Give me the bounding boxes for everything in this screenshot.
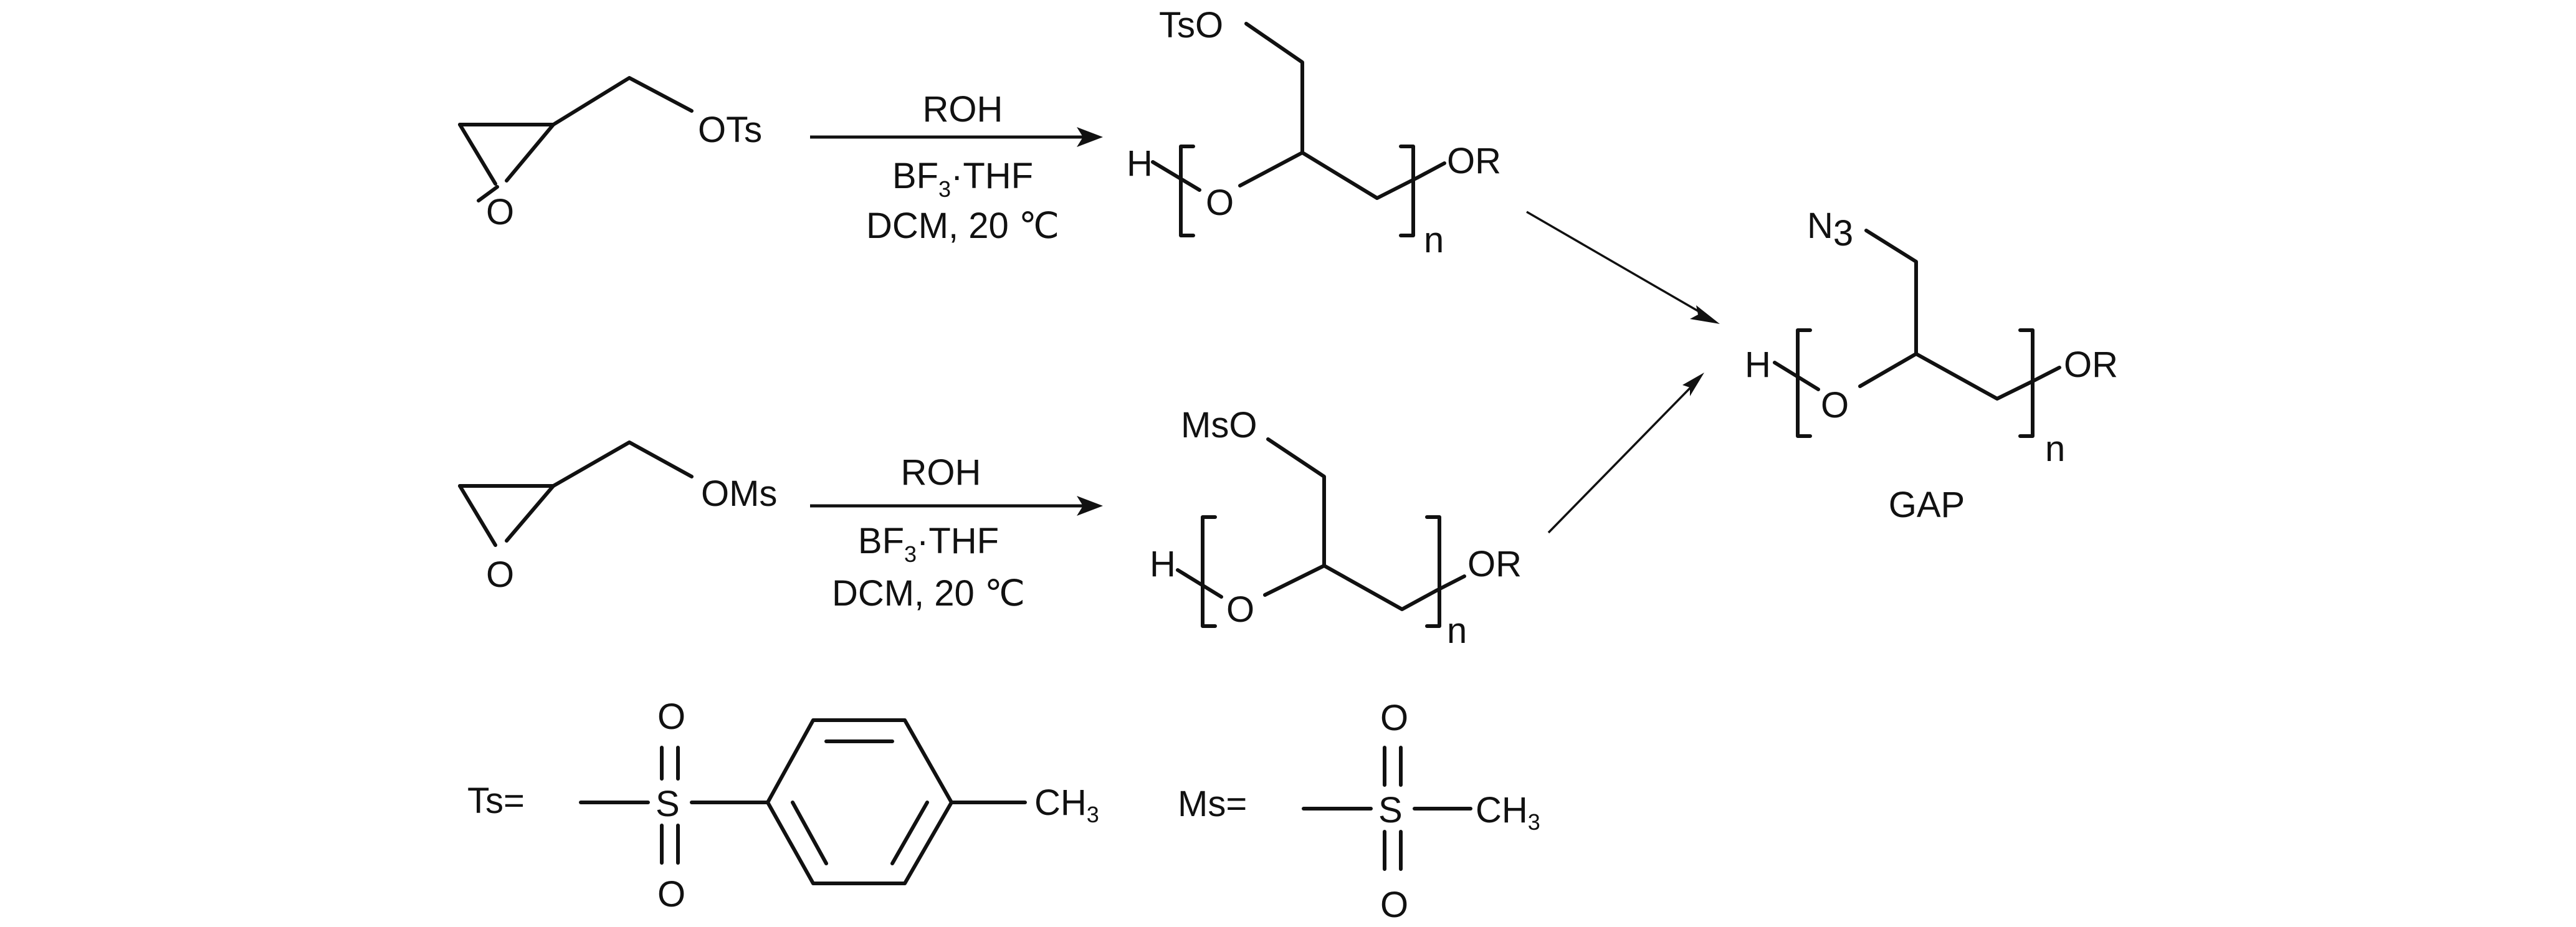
or-end-label: OR [1467,544,1522,584]
ms-prefix-label: Ms= [1178,784,1247,824]
lower-arrow-head [1682,373,1704,396]
reaction-arrow-1: ROH BF3·THF DCM, 20 ℃ [810,89,1103,246]
arrow-head [1077,496,1103,516]
ts-oxygen-bottom-label: O [657,874,685,915]
ts-group-definition: Ts= S O O CH3 [467,696,1099,915]
right-bracket [2018,328,2035,438]
or-end-bond [1416,161,1446,179]
side-chain-bonds [551,440,694,488]
ms-oxygen-bottom-label: O [1380,885,1408,925]
mesylate-group-label: OMs [701,473,777,514]
ts-methyl-label: CH3 [1034,782,1099,827]
benzene-inner-double-bonds [791,739,929,865]
epoxide-ring-bonds [458,484,555,543]
h-end-label: H [1745,345,1771,385]
ms-oxygen-top-label: O [1380,698,1408,738]
repeat-unit-subscript: n [1447,611,1467,651]
left-bracket [1179,145,1195,237]
solvent-temperature-label: DCM, 20 ℃ [832,573,1025,614]
ms-s-o-double-bond-bottom [1383,830,1403,871]
lower-converging-arrow [1547,385,1693,534]
backbone-oxygen-label: O [1821,385,1849,425]
h-end-bond [1176,568,1223,599]
arrow-head [1077,127,1103,147]
epoxide-oxygen-label: O [486,554,514,595]
upper-arrow-head [1690,305,1720,324]
solvent-temperature-label: DCM, 20 ℃ [866,206,1059,246]
ts-prefix-label: Ts= [467,781,525,821]
gap-compound-name: GAP [1889,485,1965,525]
backbone-bonds [1263,564,1438,611]
side-chain-bonds [1244,22,1304,154]
product-gap: N3 H O OR n GAP [1745,206,2118,525]
ms-group-definition: Ms= S O O CH3 [1178,698,1540,925]
reactant-glycidyl-mesylate: O OMs [458,440,777,595]
azidation-arrows [1526,211,1720,534]
backbone-oxygen-label: O [1206,183,1234,223]
ms-s-o-double-bond-top [1383,746,1403,787]
ts-s-o-double-bond-top [660,746,680,781]
left-bracket [1201,515,1217,628]
catalyst-label: BF3·THF [858,521,999,567]
or-end-label: OR [1447,141,1501,181]
epoxide-ring-left-bond [458,484,497,547]
azide-group-label: N3 [1807,206,1853,254]
catalyst-label: BF3·THF [892,156,1033,202]
backbone-oxygen-label: O [1226,589,1254,630]
side-group-label: TsO [1159,5,1223,45]
repeat-unit-subscript: n [1424,220,1444,260]
or-end-bond [2031,366,2061,383]
epoxide-ring-left-bond [458,123,497,186]
h-end-label: H [1150,544,1176,584]
product-poly-glycidyl-mesylate: MsO H O OR n [1150,405,1522,651]
side-chain-bonds [1864,229,1918,356]
reagent-label: ROH [923,89,1003,130]
ms-sulfur-label: S [1378,790,1403,830]
h-end-bond [1151,160,1201,192]
right-bracket [1399,145,1415,237]
ms-methyl-label: CH3 [1476,790,1540,835]
left-bracket [1796,328,1812,438]
backbone-bonds [1858,352,2035,401]
side-group-label: MsO [1181,405,1257,445]
backbone-bonds [1238,151,1419,200]
epoxide-ring-bonds [458,123,555,202]
h-end-label: H [1127,143,1153,184]
upper-converging-arrow [1526,211,1705,316]
benzene-ring [766,718,953,885]
repeat-unit-subscript: n [2045,429,2065,469]
side-chain-bonds [1266,437,1326,568]
reagent-label: ROH [901,452,981,493]
ts-sulfur-label: S [656,784,680,824]
tosylate-group-label: OTs [698,110,762,150]
reaction-arrow-2: ROH BF3·THF DCM, 20 ℃ [810,452,1103,614]
or-end-label: OR [2064,345,2118,385]
ts-s-o-double-bond-bottom [660,824,680,865]
epoxide-oxygen-label: O [486,192,514,232]
right-bracket [1425,515,1441,628]
reactant-glycidyl-tosylate: O OTs [458,76,762,232]
side-chain-bonds [551,76,694,126]
product-poly-glycidyl-tosylate: TsO H O OR n [1127,5,1501,260]
ts-oxygen-top-label: O [657,696,685,737]
